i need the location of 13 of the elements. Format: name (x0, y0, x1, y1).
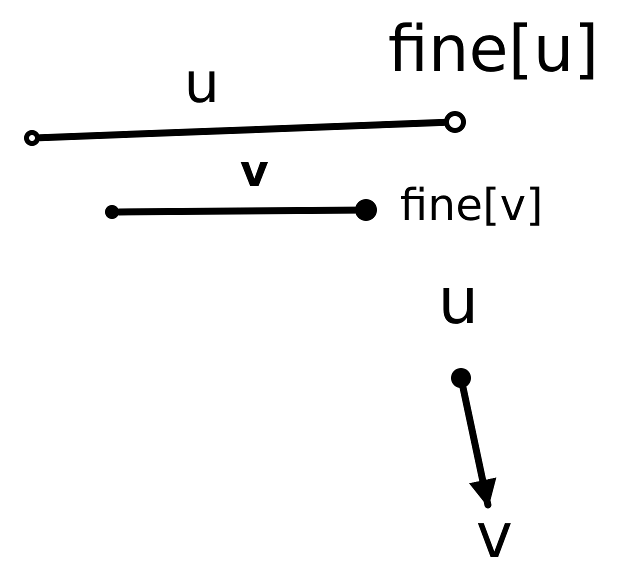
edge-label: v (240, 150, 269, 194)
dot (451, 368, 471, 388)
dot (105, 205, 119, 219)
node-label: v (476, 505, 513, 567)
line-segment (36, 118, 448, 142)
endpoint-circle (444, 111, 466, 133)
annotation-text: fine[u] (388, 18, 599, 82)
endpoint-circle (24, 130, 40, 146)
arrow (460, 384, 496, 508)
dot (355, 199, 377, 221)
annotation-text: u (438, 270, 479, 334)
edge-label: u (184, 56, 220, 112)
annotation-text: fine[v] (400, 184, 544, 228)
